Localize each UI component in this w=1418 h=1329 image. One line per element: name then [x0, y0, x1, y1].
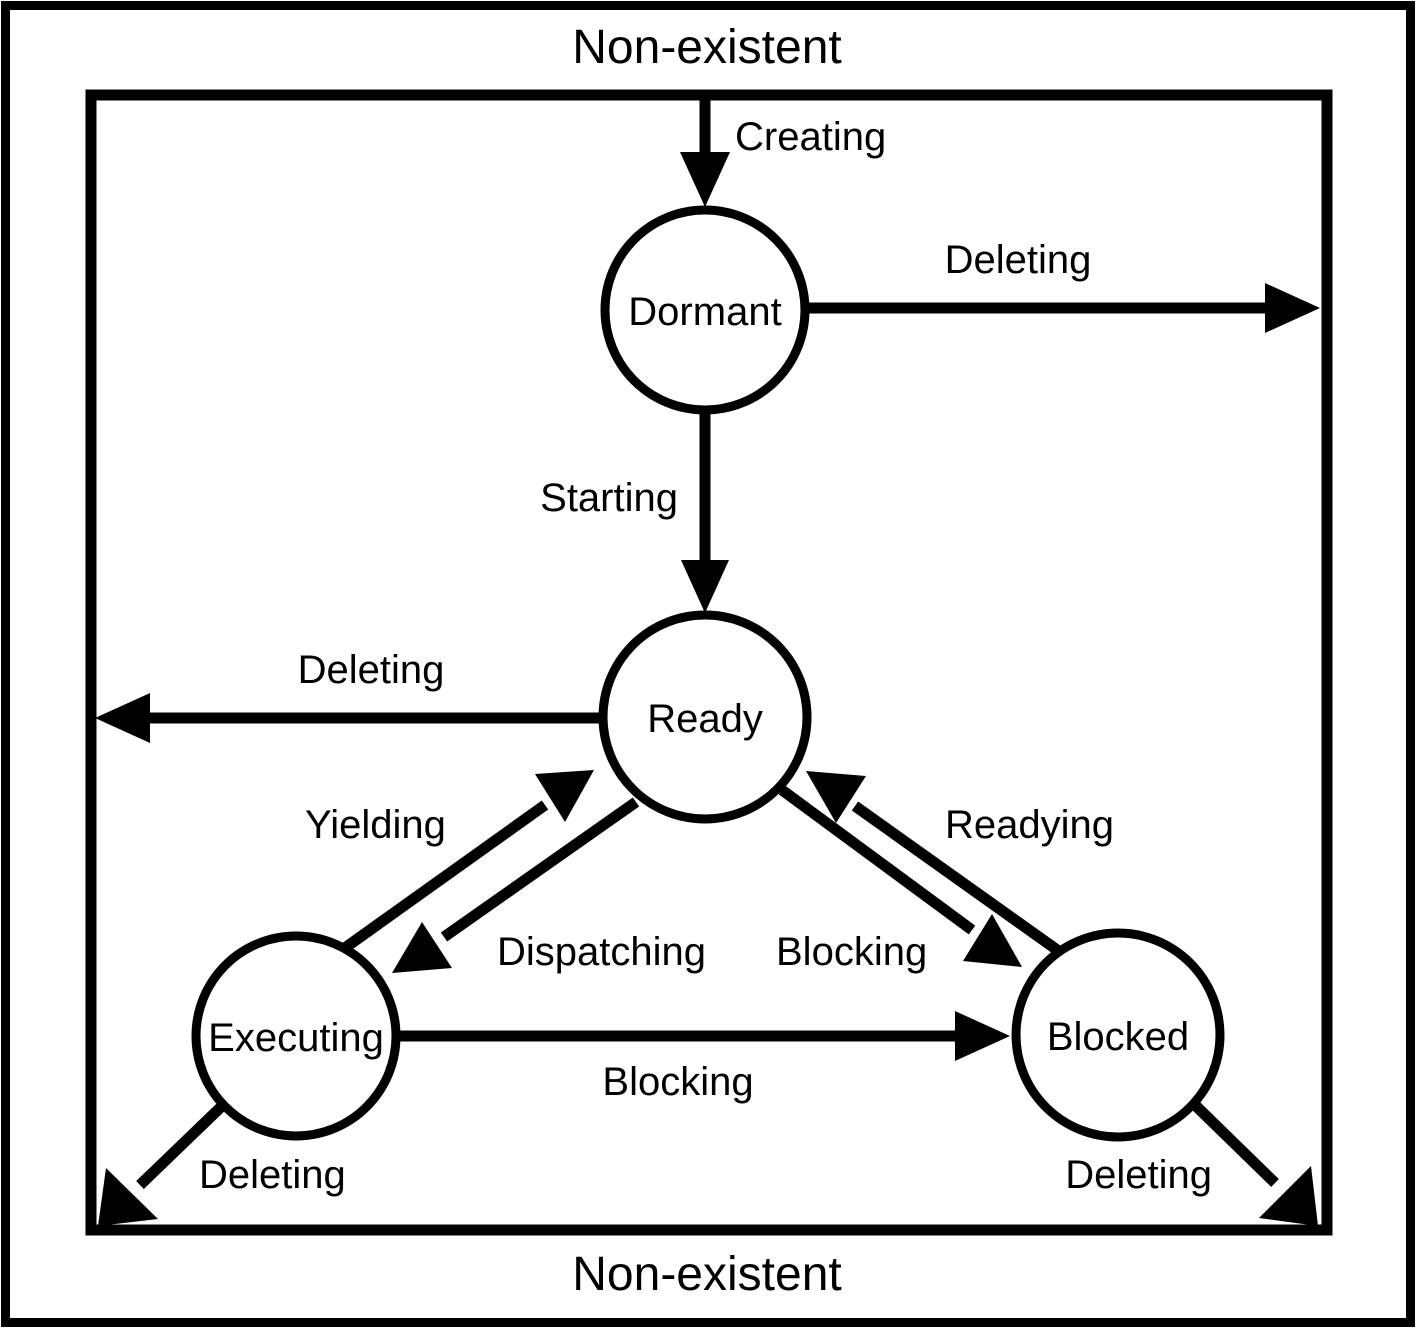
creating-arrowhead [680, 152, 730, 207]
readying-label: Readying [945, 803, 1114, 847]
ready-label: Ready [647, 697, 763, 741]
yielding-arrowhead [535, 770, 594, 822]
readying-line [851, 801, 1064, 957]
transition-dispatching: Dispatching [392, 797, 706, 974]
deleting-blocked-arrowhead [1259, 1166, 1318, 1226]
deleting-executing-arrowhead [98, 1168, 158, 1226]
zone-label-top: Non-existent [572, 21, 841, 74]
deleting-ready-label: Deleting [298, 648, 445, 692]
transition-deleting-blocked: Deleting [1065, 1102, 1318, 1226]
deleting-blocked-label: Deleting [1065, 1153, 1212, 1197]
transition-creating: Creating [680, 100, 886, 207]
blocking-ready-arrowhead [963, 914, 1022, 967]
dispatching-arrowhead [392, 922, 452, 973]
blocking-ready-line [778, 785, 976, 935]
yielding-line [338, 800, 549, 955]
dispatching-label: Dispatching [497, 930, 706, 974]
deleting-executing-line [136, 1102, 226, 1189]
state-node-dormant[interactable]: Dormant [600, 205, 810, 415]
yielding-label: Yielding [305, 803, 446, 847]
transition-deleting-dormant: Deleting [806, 238, 1320, 333]
executing-circle[interactable] [191, 931, 401, 1141]
zone-label-bottom: Non-existent [572, 1248, 841, 1301]
blocked-label: Blocked [1047, 1015, 1189, 1059]
transition-readying: Readying [806, 771, 1114, 957]
deleting-dormant-label: Deleting [945, 238, 1092, 282]
transition-starting: Starting [540, 412, 729, 613]
blocking-executing-arrowhead [955, 1011, 1010, 1061]
deleting-ready-arrowhead [95, 693, 150, 743]
dormant-label: Dormant [628, 290, 781, 334]
readying-arrowhead [806, 771, 866, 823]
dormant-circle[interactable] [600, 205, 810, 415]
deleting-executing-label: Deleting [199, 1153, 346, 1197]
state-node-executing[interactable]: Executing [191, 931, 401, 1141]
blocking-executing-label: Blocking [602, 1060, 753, 1104]
transition-deleting-ready: Deleting [95, 648, 602, 743]
creating-label: Creating [735, 115, 886, 159]
starting-arrowhead [681, 560, 729, 613]
inner-frame [85, 89, 1333, 1236]
state-node-blocked[interactable]: Blocked [1011, 928, 1225, 1142]
transition-yielding: Yielding [305, 770, 594, 955]
ready-circle[interactable] [598, 610, 812, 824]
dispatching-line [440, 797, 640, 942]
transition-blocking-ready: Blocking [776, 785, 1022, 974]
transition-deleting-executing: Deleting [98, 1102, 346, 1226]
blocking-ready-label: Blocking [776, 930, 927, 974]
state-node-ready[interactable]: Ready [598, 610, 812, 824]
deleting-blocked-line [1192, 1102, 1279, 1187]
starting-label: Starting [540, 476, 678, 520]
blocked-circle[interactable] [1011, 928, 1225, 1142]
transition-blocking-executing: Blocking [400, 1011, 1010, 1104]
deleting-dormant-arrowhead [1265, 283, 1320, 333]
executing-label: Executing [208, 1016, 384, 1060]
